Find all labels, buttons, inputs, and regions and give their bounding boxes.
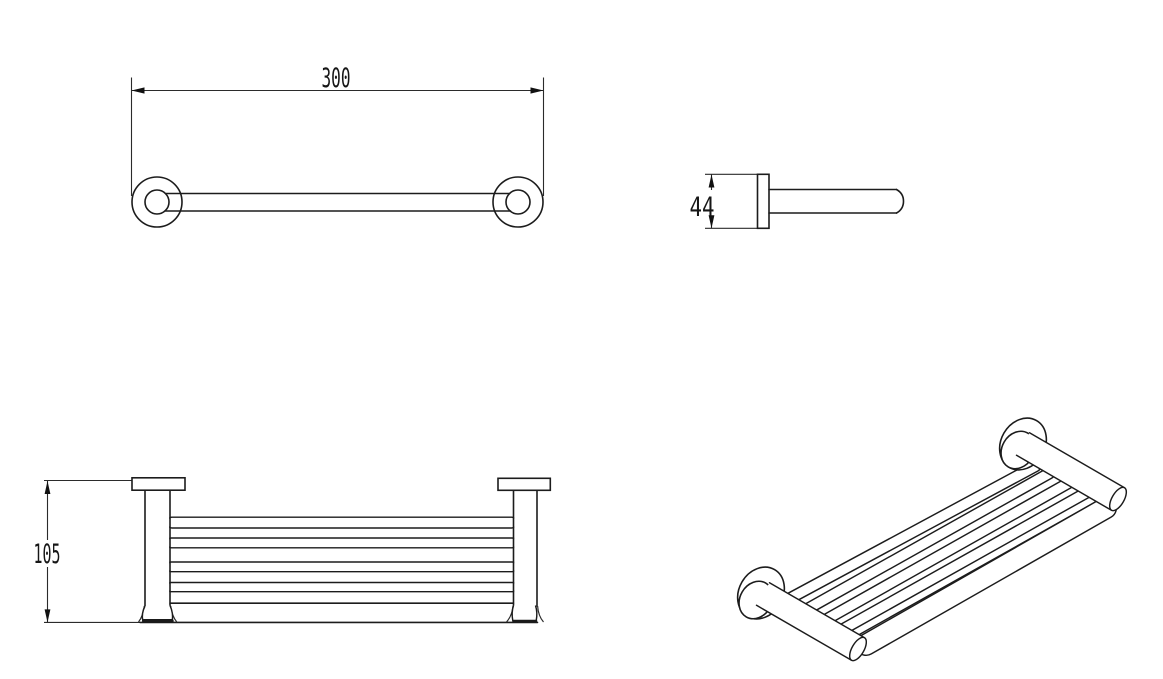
dimension-arrow-bottom bbox=[44, 609, 51, 623]
wall-plate bbox=[756, 173, 770, 230]
right-flange-inner-circle bbox=[505, 189, 531, 215]
shelf-bar bbox=[165, 537, 518, 549]
shelf-bar bbox=[797, 467, 1056, 618]
front-view: 300 bbox=[130, 63, 545, 228]
upper-arm-end-cap bbox=[1108, 486, 1128, 512]
left-post-body bbox=[145, 490, 170, 607]
dimension-arrow-top bbox=[708, 174, 715, 188]
shelf-bar bbox=[165, 516, 518, 529]
dimension-label-height: 44 bbox=[690, 192, 715, 223]
arm-end-cap bbox=[895, 188, 905, 214]
left-flange-outer-circle bbox=[131, 176, 183, 228]
dimension-label-depth: 105 bbox=[34, 539, 61, 570]
upper-arm-edges bbox=[1015, 431, 1126, 512]
dimension-arrow-left bbox=[131, 87, 145, 94]
right-flange-outer-circle bbox=[492, 176, 544, 228]
upper-arm-body bbox=[1016, 432, 1125, 511]
left-post-cap bbox=[131, 476, 186, 491]
right-post-foot-flare bbox=[537, 605, 544, 623]
isometric-view bbox=[736, 417, 1128, 662]
side-view: 44 bbox=[690, 173, 905, 230]
lower-arm-end-cap bbox=[848, 636, 868, 662]
left-post-foot bbox=[141, 605, 174, 622]
dimension-label-width: 300 bbox=[322, 63, 351, 94]
right-post-body bbox=[514, 490, 537, 607]
shelf-bar bbox=[165, 581, 518, 593]
plan-view: 105 bbox=[34, 476, 552, 624]
dimension-arrow-bottom bbox=[708, 215, 715, 229]
lower-arm-body bbox=[756, 582, 865, 661]
lower-arm-edges bbox=[755, 581, 866, 662]
dimension-arrow-top bbox=[44, 481, 51, 494]
left-flange-inner-circle bbox=[144, 189, 170, 215]
right-post-cap bbox=[497, 477, 552, 492]
right-post-foot bbox=[511, 605, 538, 622]
shelf-bar bbox=[165, 561, 518, 573]
dimension-arrow-right bbox=[530, 87, 544, 94]
